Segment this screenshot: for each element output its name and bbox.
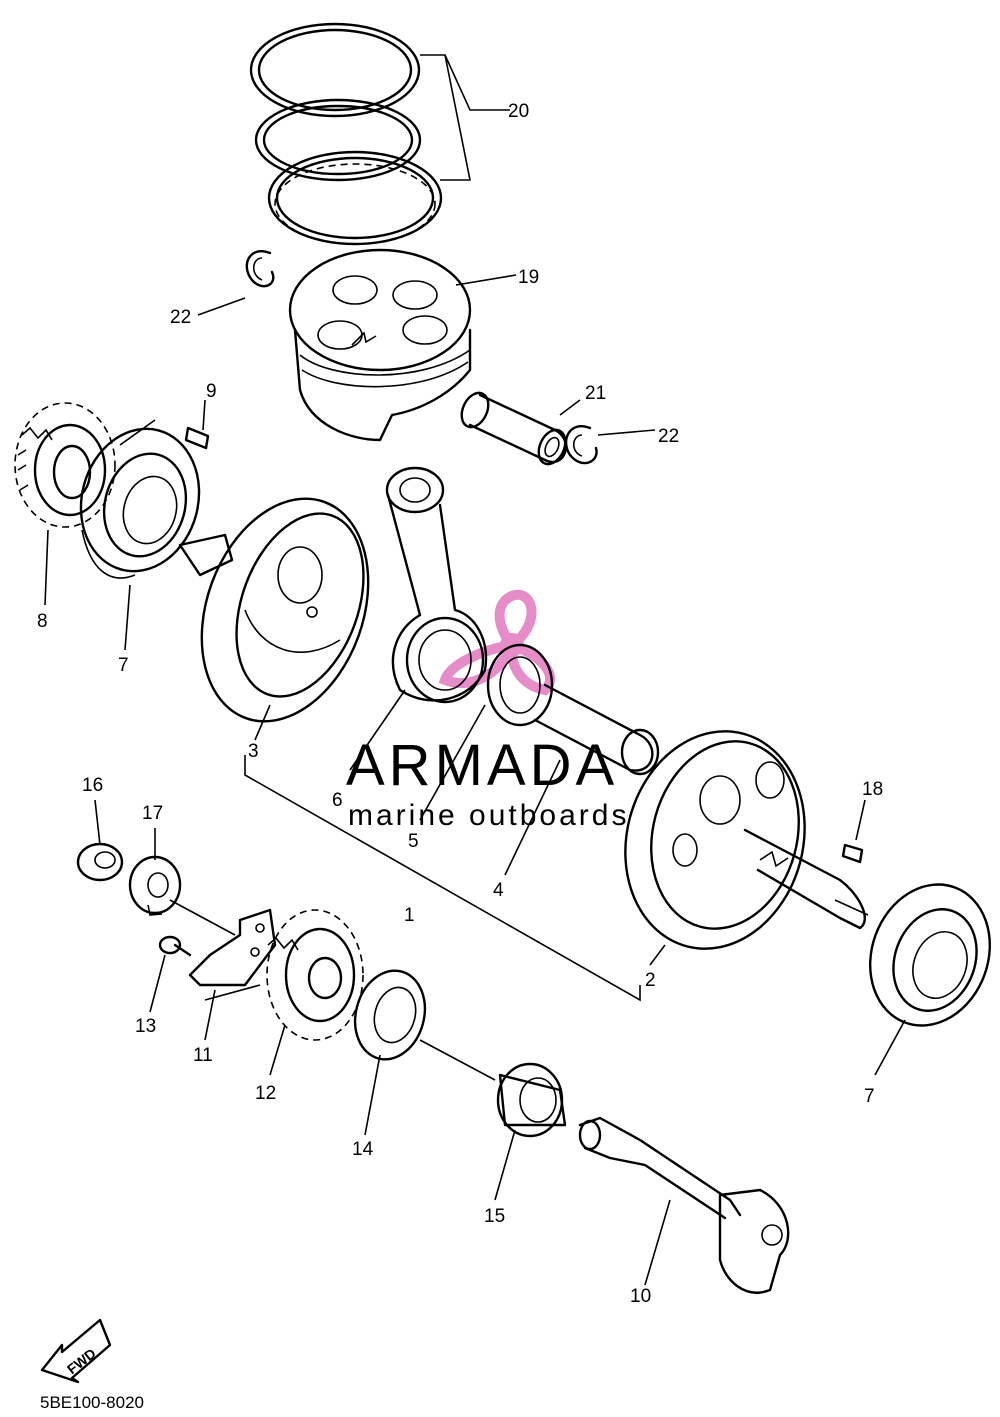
callout-2: 2 [645, 970, 656, 991]
crank-web-left [178, 497, 370, 723]
fwd-label: FWD [64, 1345, 99, 1377]
callout-labels: 20 19 22 9 21 22 8 7 3 6 5 4 1 2 16 17 1… [37, 101, 883, 1307]
piston-pin [460, 391, 567, 466]
callout-19: 19 [518, 267, 539, 288]
watermark-brand-name: ARMADA [346, 733, 618, 798]
crank-pin-bearing [486, 643, 554, 727]
lock-washer [128, 855, 182, 916]
watermark-propeller-logo [438, 589, 556, 696]
callout-7-right: 7 [864, 1086, 875, 1107]
watermark-tagline: marine outboards [348, 799, 629, 832]
callout-22-right: 22 [658, 426, 679, 447]
woodruff-key-left [184, 426, 210, 450]
callout-22-left: 22 [170, 307, 191, 328]
balancer-shaft [578, 1116, 790, 1294]
circlip-left [245, 250, 275, 288]
callout-15: 15 [484, 1206, 505, 1227]
nut [76, 842, 124, 882]
callout-3: 3 [248, 741, 259, 762]
bearing-left [79, 427, 201, 579]
needle-bearing [496, 1062, 567, 1138]
fwd-arrow-icon: FWD [40, 1318, 112, 1384]
callout-8: 8 [37, 611, 48, 632]
callout-7-left: 7 [118, 655, 129, 676]
leader-lines [44, 54, 906, 1286]
callout-20: 20 [508, 101, 529, 122]
circlip-right [564, 425, 598, 465]
callout-14: 14 [352, 1139, 374, 1160]
bolt [158, 935, 192, 957]
crank-web-right [624, 730, 869, 950]
drawing-code: 5BE100-8020 [40, 1393, 144, 1412]
callout-21: 21 [585, 383, 606, 404]
woodruff-key-right [841, 843, 864, 864]
callout-4: 4 [493, 880, 504, 901]
piston [288, 248, 472, 442]
balancer-drive-gear [266, 909, 364, 1041]
connecting-rod [385, 466, 488, 704]
crank-pin [533, 683, 660, 776]
balancer-bearing [353, 969, 427, 1061]
callout-18: 18 [862, 779, 883, 800]
callout-10: 10 [630, 1286, 651, 1307]
callout-5: 5 [408, 831, 419, 852]
callout-11: 11 [193, 1045, 213, 1066]
callout-12: 12 [255, 1083, 276, 1104]
bearing-right [868, 883, 992, 1027]
callout-1: 1 [404, 905, 415, 926]
piston-rings [249, 22, 443, 246]
callout-16: 16 [82, 775, 103, 796]
callout-17: 17 [142, 803, 163, 824]
callout-6: 6 [332, 790, 343, 811]
callout-13: 13 [135, 1016, 156, 1037]
drive-gear-left [14, 402, 116, 528]
balancer-plate [188, 908, 277, 987]
callout-9: 9 [206, 381, 217, 402]
